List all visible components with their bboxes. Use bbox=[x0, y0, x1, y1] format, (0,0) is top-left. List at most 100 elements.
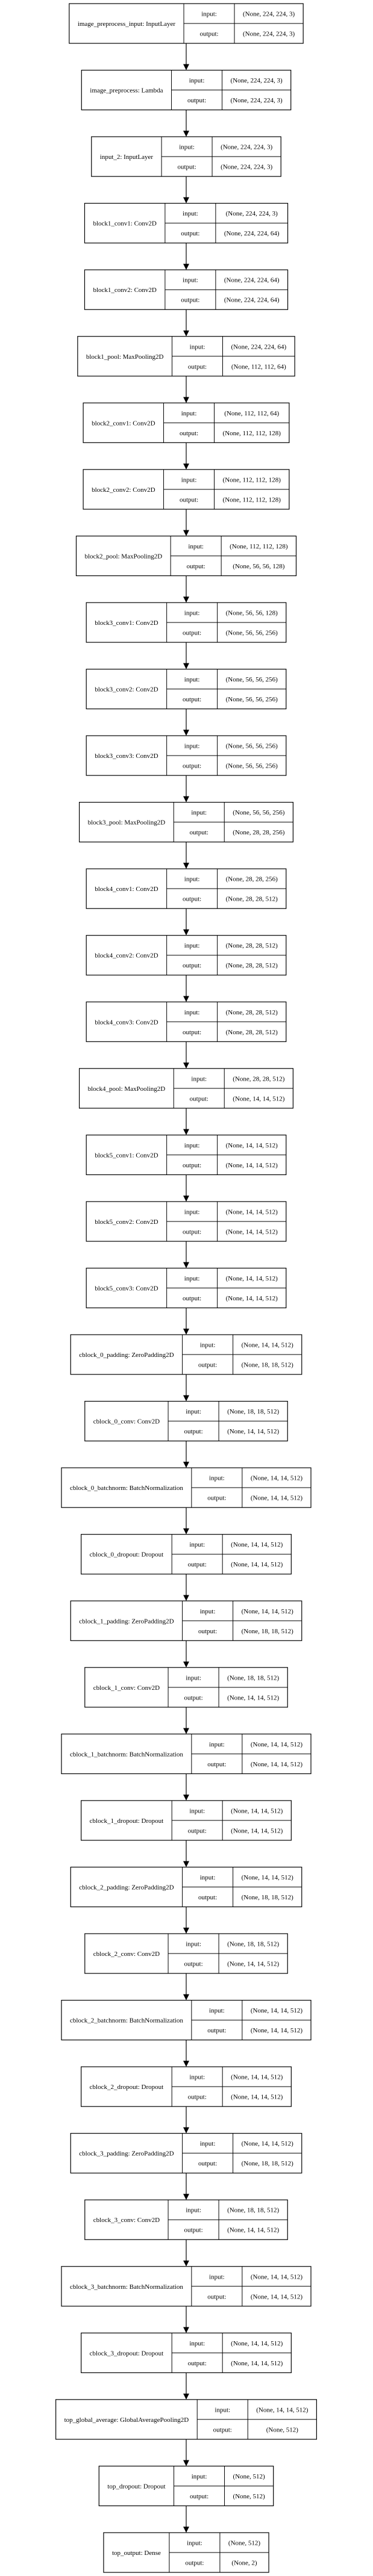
output-shape: (None, 56, 56, 256) bbox=[226, 629, 278, 636]
input-shape: (None, 14, 14, 512) bbox=[242, 2140, 293, 2147]
layer-name: block1_conv1: Conv2D bbox=[93, 220, 156, 228]
layer-node: cblock_0_conv: Conv2Dinput:output:(None,… bbox=[84, 1401, 288, 1442]
layer-node: cblock_1_dropout: Dropoutinput:output:(N… bbox=[81, 1800, 292, 1841]
output-port-label: output: bbox=[181, 297, 199, 304]
input-port-label: input: bbox=[192, 2473, 207, 2480]
output-port-label: output: bbox=[198, 2160, 217, 2167]
input-port-label: input: bbox=[184, 1208, 200, 1215]
layer-node: block1_pool: MaxPooling2Dinput:output:(N… bbox=[77, 336, 295, 377]
output-shape: (None, 56, 56, 128) bbox=[233, 563, 284, 570]
input-port-label: input: bbox=[200, 2140, 216, 2147]
output-shape: (None, 14, 14, 512) bbox=[231, 1561, 283, 1568]
input-port-label: input: bbox=[183, 210, 198, 217]
layer-node: block2_conv2: Conv2Dinput:output:(None, … bbox=[83, 469, 290, 510]
input-shape: (None, 18, 18, 512) bbox=[227, 2207, 279, 2214]
layer-name: image_preprocess_input: InputLayer bbox=[78, 20, 176, 28]
output-port-label: output: bbox=[177, 164, 196, 171]
layer-node: block1_conv1: Conv2Dinput:output:(None, … bbox=[84, 203, 289, 244]
output-port-label: output: bbox=[181, 230, 199, 237]
layer-name: image_preprocess: Lambda bbox=[90, 87, 163, 95]
layer-node: block4_pool: MaxPooling2Dinput:output:(N… bbox=[79, 1068, 293, 1109]
layer-node: block3_conv3: Conv2Dinput:output:(None, … bbox=[86, 735, 287, 776]
input-shape: (None, 14, 14, 512) bbox=[256, 2406, 308, 2413]
input-shape: (None, 112, 112, 64) bbox=[224, 410, 279, 417]
layer-name: cblock_3_dropout: Dropout bbox=[90, 2350, 164, 2357]
output-shape: (None, 14, 14, 512) bbox=[251, 1495, 302, 1502]
layer-node: cblock_1_batchnorm: BatchNormalizationin… bbox=[61, 1733, 312, 1774]
output-shape: (None, 14, 14, 512) bbox=[227, 2227, 279, 2234]
layer-node: block5_conv2: Conv2Dinput:output:(None, … bbox=[86, 1201, 287, 1242]
layer-node: block2_pool: MaxPooling2Dinput:output:(N… bbox=[75, 535, 297, 577]
layer-name: block5_conv3: Conv2D bbox=[95, 1285, 158, 1293]
input-shape: (None, 56, 56, 256) bbox=[226, 676, 278, 683]
input-shape: (None, 14, 14, 512) bbox=[242, 1608, 293, 1615]
input-shape: (None, 14, 14, 512) bbox=[231, 1807, 283, 1814]
output-shape: (None, 28, 28, 256) bbox=[233, 829, 284, 836]
output-port-label: output: bbox=[180, 496, 198, 503]
layer-name: block2_conv1: Conv2D bbox=[92, 420, 155, 427]
layer-node: cblock_1_conv: Conv2Dinput:output:(None,… bbox=[84, 1667, 288, 1708]
output-port-label: output: bbox=[188, 363, 207, 370]
input-shape: (None, 14, 14, 512) bbox=[231, 2340, 283, 2347]
layer-name: cblock_0_conv: Conv2D bbox=[93, 1418, 160, 1426]
layer-name: top_global_average: GlobalAveragePooling… bbox=[64, 2416, 189, 2424]
input-port-label: input: bbox=[184, 1275, 200, 1282]
input-port-label: input: bbox=[184, 676, 200, 683]
input-port-label: input: bbox=[179, 144, 195, 151]
layer-name: block4_conv1: Conv2D bbox=[95, 886, 158, 893]
output-port-label: output: bbox=[187, 563, 205, 570]
layer-name: cblock_2_batchnorm: BatchNormalization bbox=[70, 2017, 183, 2025]
layer-node: cblock_0_batchnorm: BatchNormalizationin… bbox=[61, 1467, 312, 1508]
output-port-label: output: bbox=[183, 1295, 201, 1302]
output-port-label: output: bbox=[183, 763, 201, 770]
input-port-label: input: bbox=[209, 2007, 225, 2014]
layer-name: cblock_3_padding: ZeroPadding2D bbox=[79, 2150, 174, 2158]
input-shape: (None, 14, 14, 512) bbox=[231, 2074, 283, 2081]
output-shape: (None, 14, 14, 512) bbox=[226, 1162, 278, 1169]
input-shape: (None, 14, 14, 512) bbox=[251, 1741, 302, 1748]
layer-node: block3_conv2: Conv2Dinput:output:(None, … bbox=[86, 668, 287, 710]
output-port-label: output: bbox=[207, 1761, 226, 1768]
output-shape: (None, 224, 224, 3) bbox=[221, 164, 272, 171]
output-port-label: output: bbox=[187, 97, 206, 104]
layer-node: block4_conv1: Conv2Dinput:output:(None, … bbox=[86, 868, 287, 909]
input-shape: (None, 224, 224, 3) bbox=[221, 144, 272, 151]
input-shape: (None, 14, 14, 512) bbox=[251, 2273, 302, 2280]
output-shape: (None, 18, 18, 512) bbox=[242, 2160, 293, 2167]
output-shape: (None, 14, 14, 512) bbox=[227, 1694, 279, 1701]
output-port-label: output: bbox=[188, 2094, 207, 2101]
output-port-label: output: bbox=[188, 1561, 207, 1568]
input-shape: (None, 14, 14, 512) bbox=[226, 1142, 278, 1149]
input-port-label: input: bbox=[191, 1075, 207, 1082]
input-port-label: input: bbox=[184, 1009, 200, 1016]
layer-name: top_dropout: Dropout bbox=[107, 2483, 165, 2490]
layer-name: block4_conv3: Conv2D bbox=[95, 1019, 158, 1026]
output-port-label: output: bbox=[185, 2560, 204, 2567]
output-port-label: output: bbox=[199, 31, 218, 38]
input-port-label: input: bbox=[200, 1874, 216, 1881]
output-port-label: output: bbox=[184, 2227, 202, 2234]
layer-name: block3_pool: MaxPooling2D bbox=[88, 819, 166, 827]
layer-name: block5_conv1: Conv2D bbox=[95, 1152, 158, 1159]
input-port-label: input: bbox=[184, 609, 200, 616]
output-shape: (None, 28, 28, 512) bbox=[226, 962, 278, 969]
input-port-label: input: bbox=[215, 2406, 230, 2413]
output-port-label: output: bbox=[188, 1827, 207, 1834]
input-port-label: input: bbox=[189, 2340, 205, 2347]
output-port-label: output: bbox=[190, 829, 208, 836]
output-shape: (None, 14, 14, 512) bbox=[231, 2360, 283, 2367]
input-port-label: input: bbox=[191, 809, 207, 816]
output-shape: (None, 56, 56, 256) bbox=[226, 696, 278, 703]
input-port-label: input: bbox=[189, 77, 205, 84]
input-shape: (None, 224, 224, 3) bbox=[231, 77, 283, 84]
input-port-label: input: bbox=[190, 343, 205, 350]
output-shape: (None, 512) bbox=[266, 2426, 298, 2433]
output-port-label: output: bbox=[207, 2027, 226, 2034]
output-port-label: output: bbox=[184, 1694, 202, 1701]
input-shape: (None, 224, 224, 64) bbox=[231, 343, 286, 350]
output-shape: (None, 14, 14, 512) bbox=[226, 1228, 278, 1235]
output-port-label: output: bbox=[207, 2293, 226, 2300]
layer-name: block1_conv2: Conv2D bbox=[93, 287, 156, 294]
layer-name: block3_conv1: Conv2D bbox=[95, 619, 158, 627]
